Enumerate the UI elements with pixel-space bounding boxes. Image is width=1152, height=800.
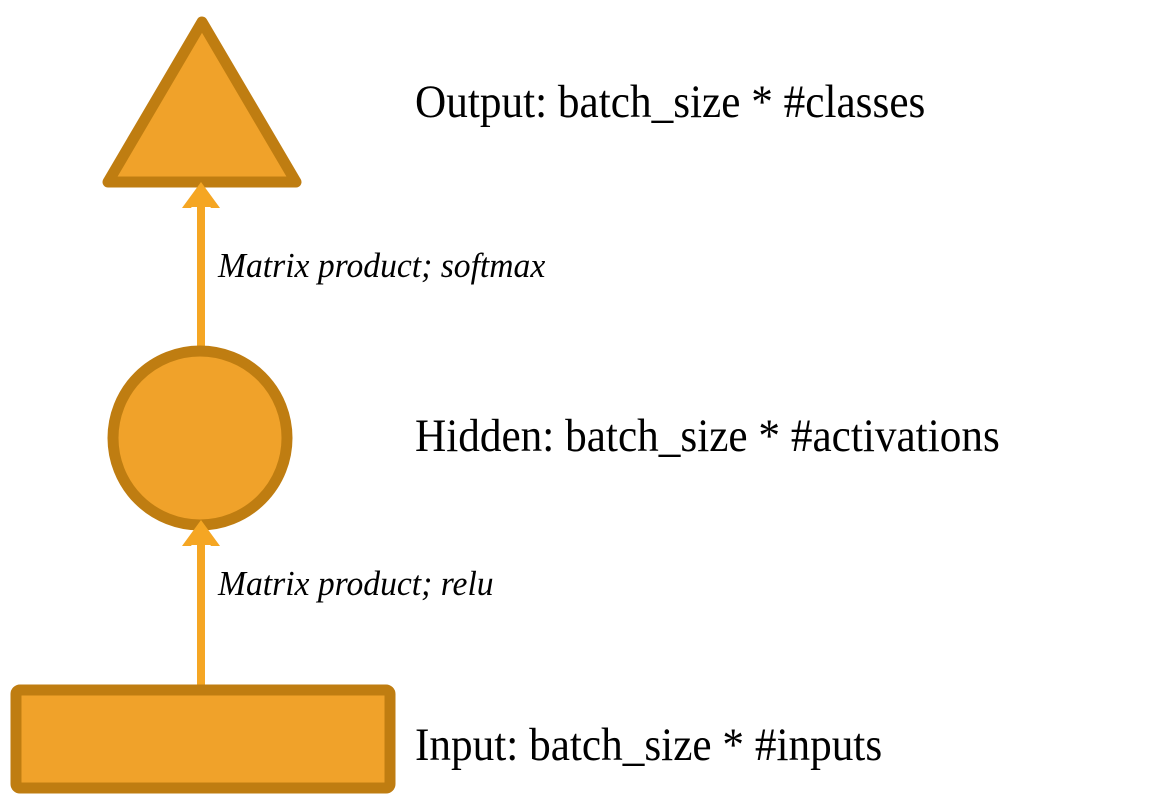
- rectangle-icon[interactable]: [10, 684, 396, 794]
- triangle-icon[interactable]: [98, 12, 306, 192]
- hidden-layer-label: Hidden: batch_size * #activations: [415, 410, 1000, 462]
- output-layer-label: Output: batch_size * #classes: [415, 76, 926, 128]
- circle-icon[interactable]: [106, 344, 294, 532]
- edge-label-input-to-hidden: Matrix product; relu: [218, 564, 494, 603]
- input-layer-label: Input: batch_size * #inputs: [415, 719, 883, 771]
- arrow-up-icon-hidden-to-output: [182, 182, 220, 358]
- arrow-up-icon-input-to-hidden: [182, 520, 220, 696]
- edge-label-hidden-to-output: Matrix product; softmax: [218, 246, 546, 285]
